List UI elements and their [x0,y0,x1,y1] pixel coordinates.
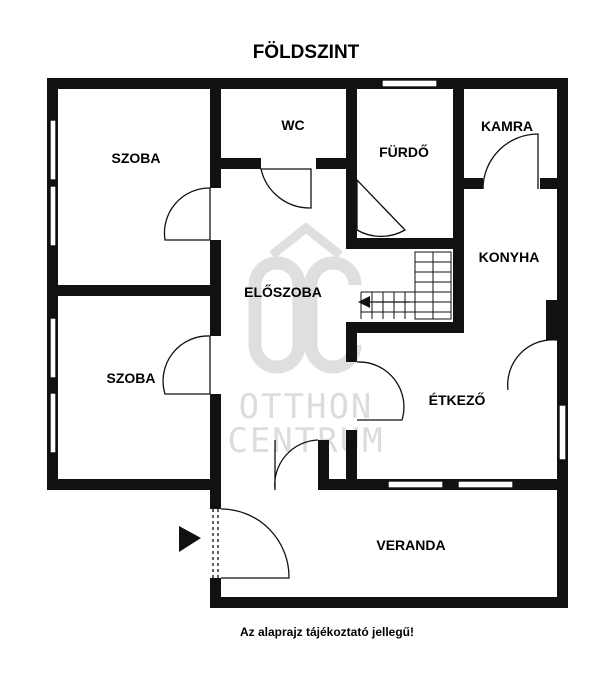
window-etkezo [558,404,567,461]
watermark-line2: CENTRUM [227,421,384,461]
door-kamra [482,133,539,190]
room-label-szoba-bottom: SZOBA [107,370,156,386]
room-label-etkezo: ÉTKEZŐ [429,391,486,408]
stair-direction-icon [358,296,370,308]
watermark-logo-c [304,256,362,374]
room-label-eloszoba: ELŐSZOBA [244,283,322,300]
room-label-szoba-top: SZOBA [112,150,161,166]
door-konyha [507,339,558,391]
door-szoba-top [163,187,211,241]
staircase [358,251,452,320]
door-szoba-bottom [162,335,211,395]
watermark-logo-o [248,256,306,374]
door-entrance [220,508,290,579]
room-label-kamra: KAMRA [481,118,533,134]
window-szoba-bottom-1 [49,317,57,379]
watermark-line1: OTTHON [239,387,374,427]
watermark: OTTHON CENTRUM [227,222,384,461]
window-furdo [381,79,438,88]
door-furdo [356,178,407,237]
room-label-furdo: FÜRDŐ [379,143,429,160]
window-veranda-1 [387,480,444,489]
entrance-arrow-icon [179,526,201,552]
plan-title: FÖLDSZINT [253,42,360,63]
window-veranda-2 [457,480,514,489]
room-label-konyha: KONYHA [479,249,540,265]
watermark-roof-icon [269,222,343,259]
disclaimer-note: Az alaprajz tájékoztató jellegű! [240,625,414,639]
window-szoba-bottom-2 [49,392,57,454]
door-veranda [274,439,319,491]
door-etkezo [356,361,405,421]
window-szoba-top-1 [49,119,57,181]
room-label-wc: WC [281,117,304,133]
door-wc [260,168,312,209]
room-label-veranda: VERANDA [376,537,445,553]
windows [49,79,567,489]
window-szoba-top-2 [49,185,57,247]
doors [162,133,558,579]
